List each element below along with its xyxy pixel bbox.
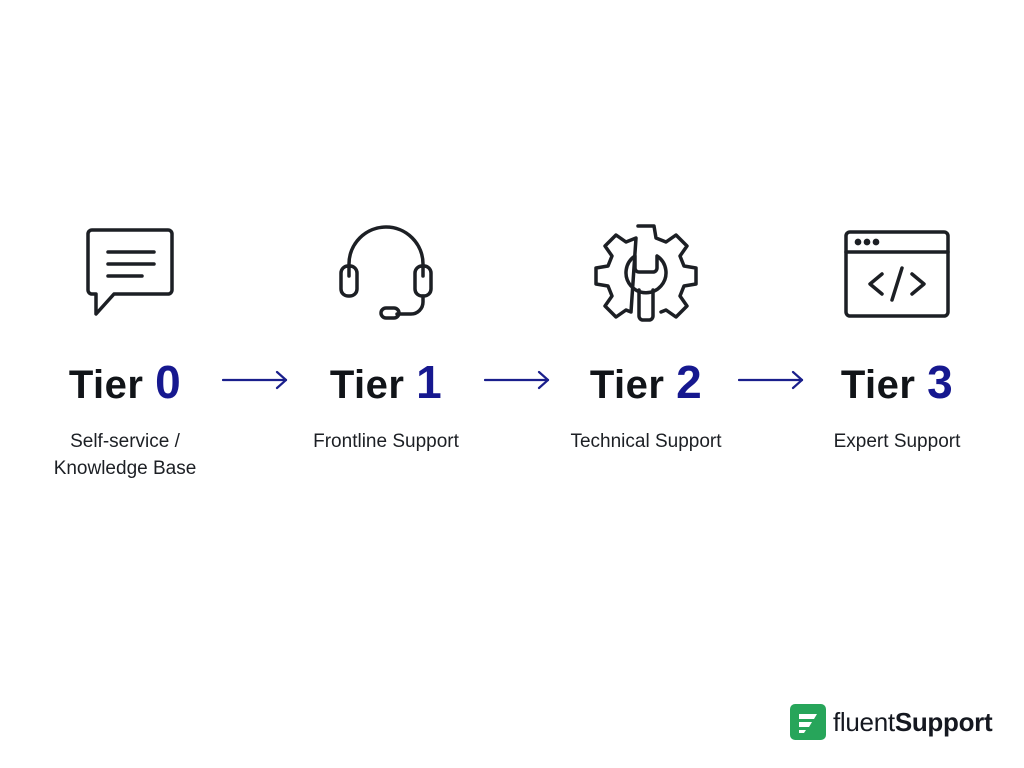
tier-number: 3 (927, 356, 954, 408)
tier-title: Tier 2 (546, 355, 746, 409)
tier-subtitle-line: Expert Support (833, 431, 961, 452)
arrow-right-icon (737, 368, 804, 392)
code-window-icon (797, 218, 997, 328)
tier-1: Tier 1 Frontline Support (286, 0, 486, 520)
arrow-right-icon (483, 368, 550, 392)
arrow-right-icon (221, 368, 288, 392)
brand-name-bold: Support (894, 706, 993, 737)
tier-subtitle-line: Frontline Support (313, 431, 459, 452)
brand-logo: fluentSupport (790, 703, 993, 741)
brand-name: fluentSupport (833, 706, 993, 738)
tier-3: Tier 3 Expert Support (797, 0, 997, 520)
gear-wrench-icon (546, 218, 746, 328)
tier-label: Tier (329, 363, 405, 407)
tier-subtitle: Expert Support (797, 428, 997, 455)
tier-number: 1 (416, 356, 443, 408)
tier-subtitle-line: Self-service / (70, 431, 180, 452)
tier-0: Tier 0 Self-service / Knowledge Base (25, 0, 225, 520)
tier-subtitle: Technical Support (546, 428, 746, 455)
tier-title: Tier 0 (25, 355, 225, 409)
tier-label: Tier (68, 363, 144, 407)
brand-name-light: fluent (833, 706, 895, 737)
tier-subtitle-line: Technical Support (570, 431, 722, 452)
tier-number: 0 (155, 356, 182, 408)
tier-label: Tier (589, 363, 665, 407)
tier-2: Tier 2 Technical Support (546, 0, 746, 520)
chat-bubble-icon (25, 218, 225, 328)
tier-title: Tier 3 (797, 355, 997, 409)
tier-subtitle: Self-service / Knowledge Base (25, 428, 225, 482)
tier-label: Tier (840, 363, 916, 407)
tier-subtitle: Frontline Support (286, 428, 486, 455)
tier-title: Tier 1 (286, 355, 486, 409)
tier-number: 2 (676, 356, 703, 408)
fluent-logo-icon (790, 704, 826, 740)
headset-icon (286, 218, 486, 328)
tier-subtitle-line: Knowledge Base (53, 458, 197, 479)
